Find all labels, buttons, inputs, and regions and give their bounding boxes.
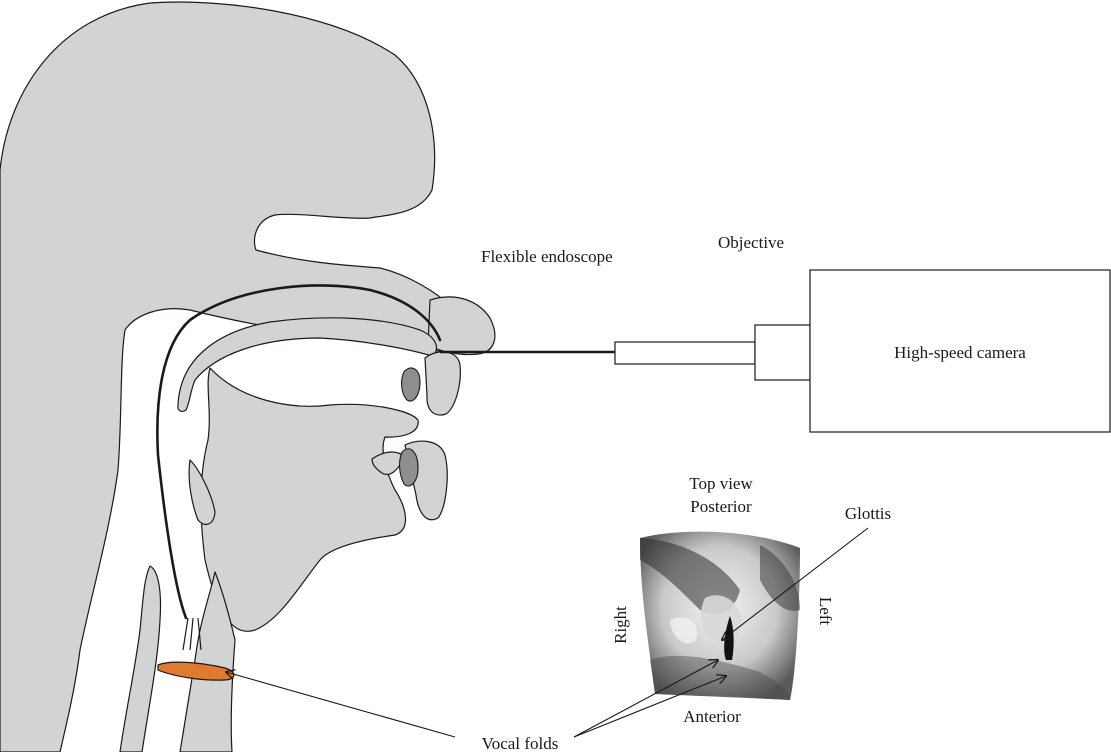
label-flexible-endoscope: Flexible endoscope	[481, 247, 613, 266]
label-posterior: Posterior	[690, 497, 752, 516]
tongue	[201, 368, 418, 631]
nose-tip	[428, 297, 495, 355]
trachea	[120, 566, 161, 752]
label-top-view: Top view	[689, 474, 753, 493]
upper-lip	[425, 352, 460, 415]
upper-tooth	[402, 368, 420, 401]
glottis-image	[640, 532, 800, 700]
label-left: Left	[816, 597, 835, 626]
label-glottis: Glottis	[845, 504, 891, 523]
vocal-folds-pointer-left	[226, 672, 455, 737]
lower-tooth	[400, 449, 418, 486]
label-vocal-folds: Vocal folds	[482, 734, 559, 752]
label-anterior: Anterior	[683, 707, 741, 726]
label-objective: Objective	[718, 233, 784, 252]
label-high-speed-camera: High-speed camera	[894, 343, 1026, 362]
objective-coupler	[755, 325, 810, 380]
objective-lens	[615, 342, 755, 364]
label-right: Right	[611, 606, 630, 644]
